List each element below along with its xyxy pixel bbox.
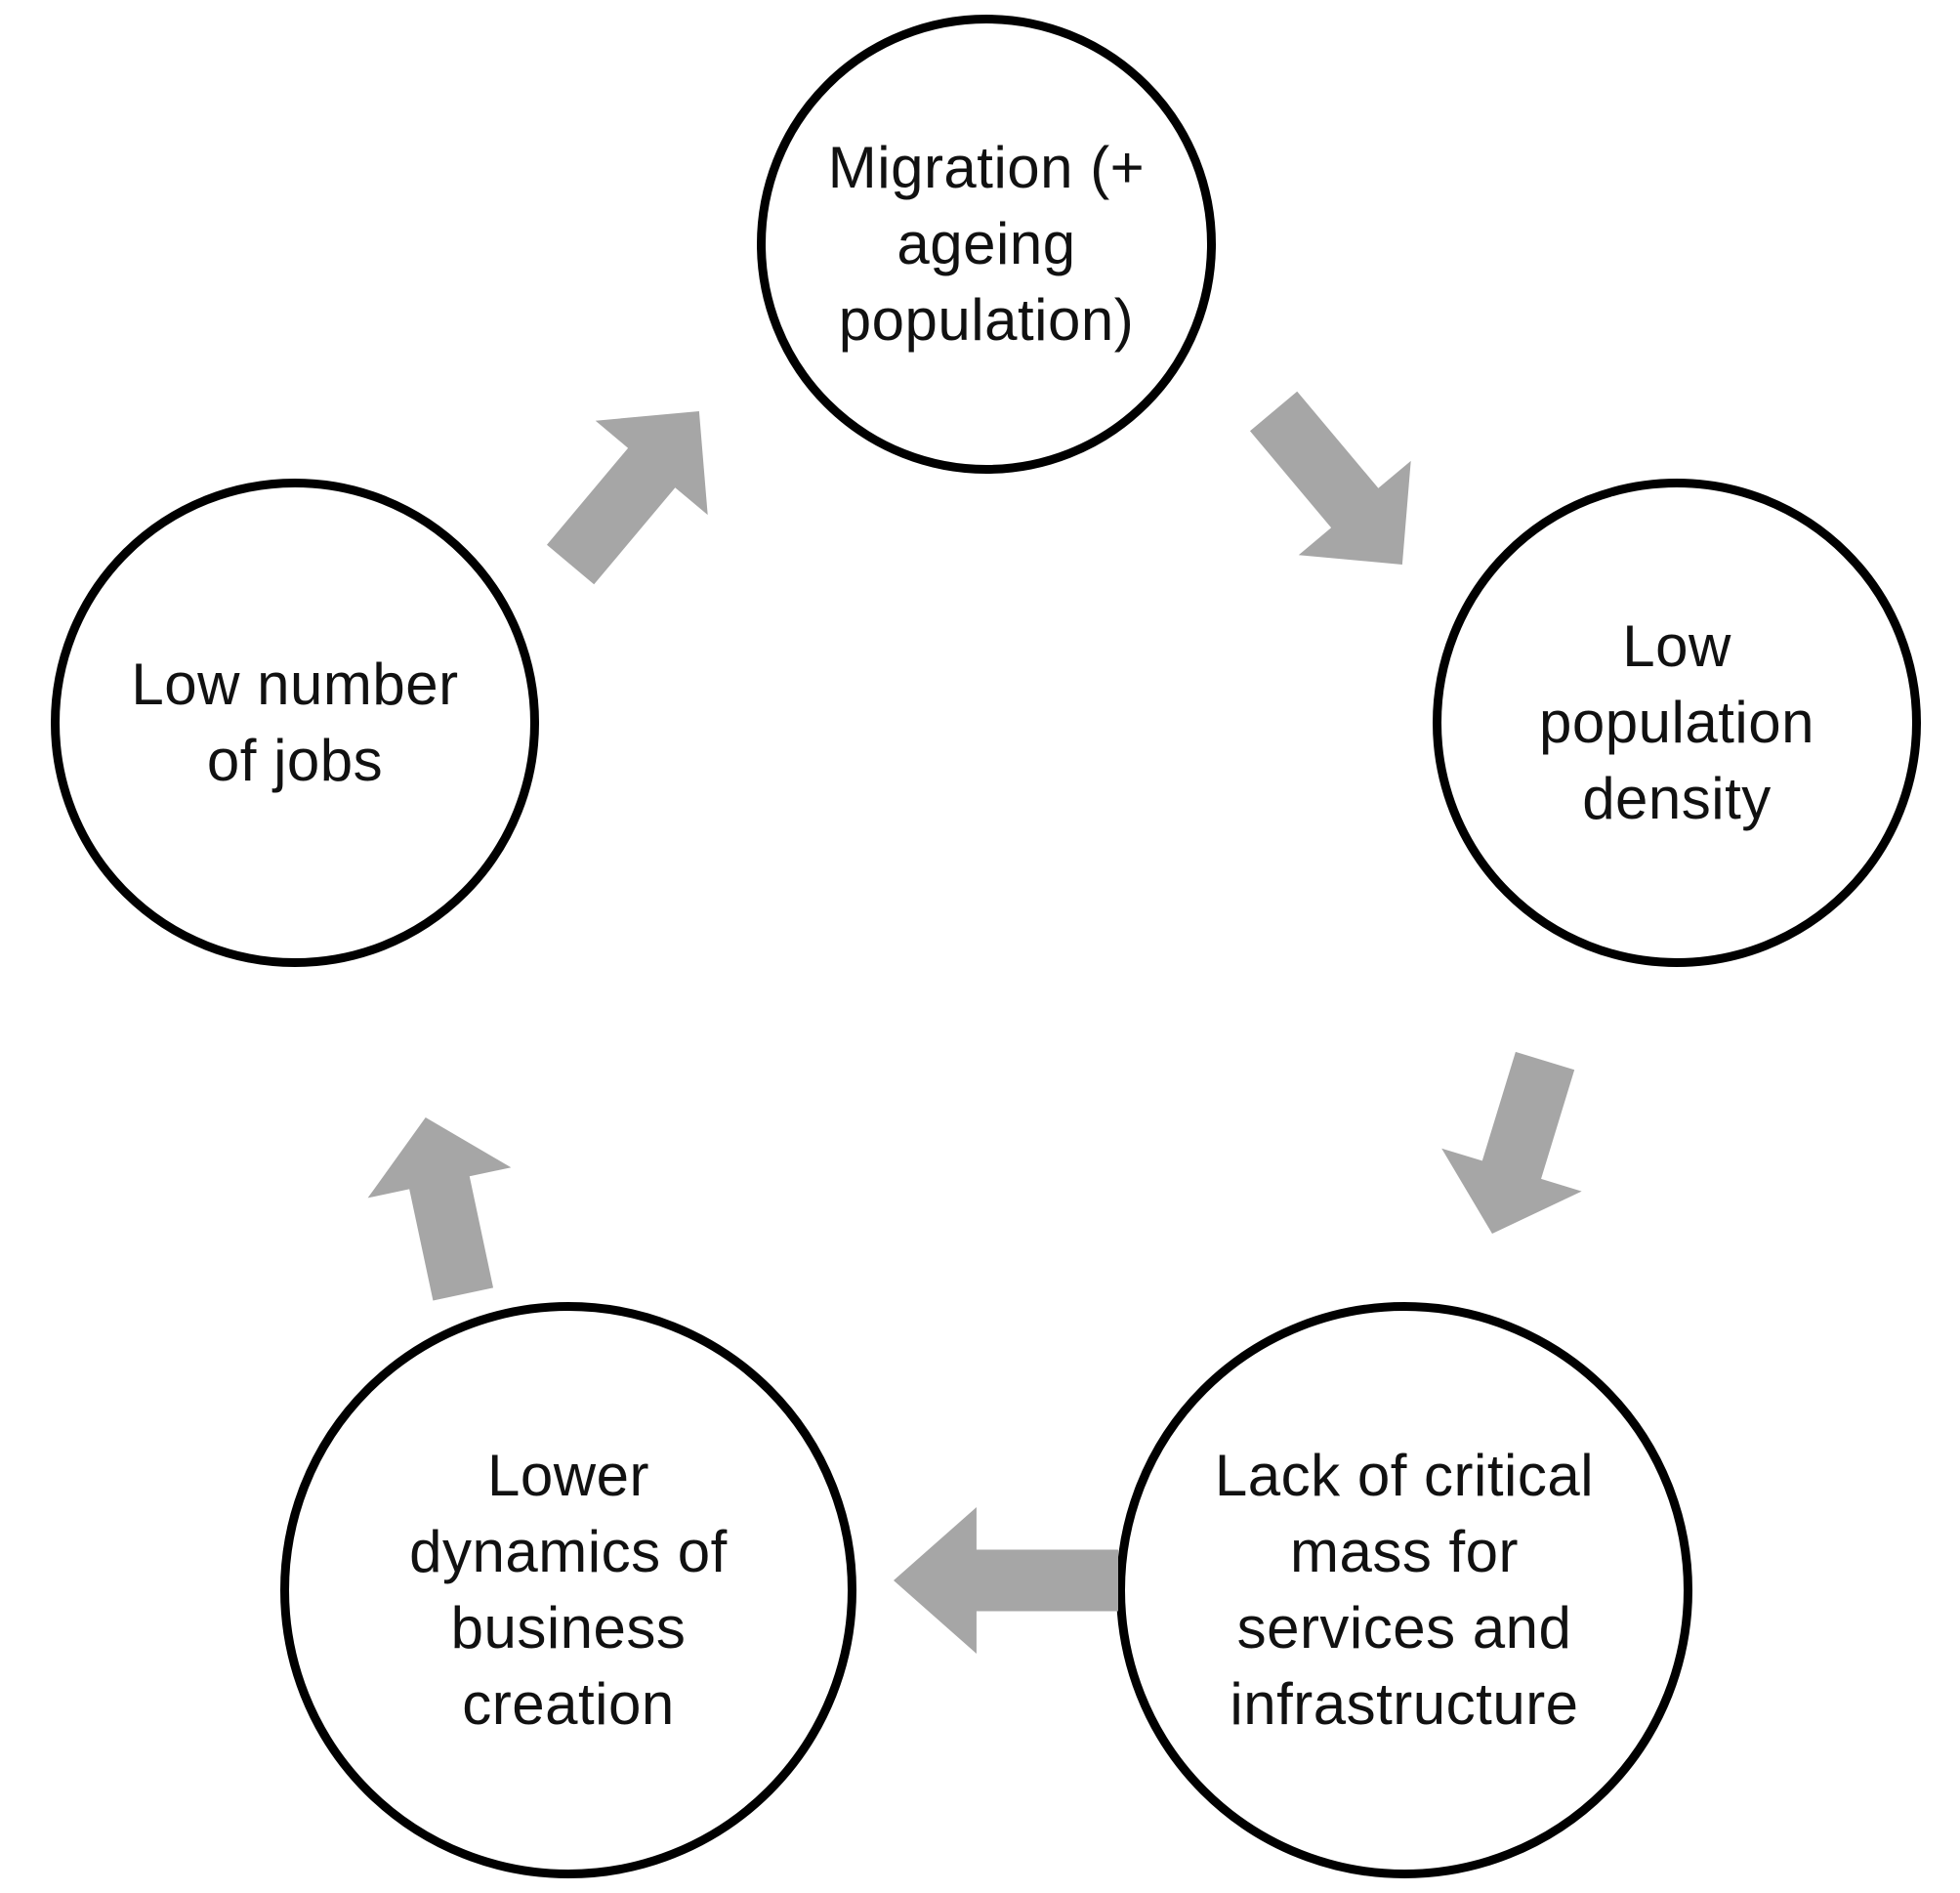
arrow-migration-to-density-shape — [1249, 391, 1411, 566]
node-migration-label: Migration (+ ageing population) — [827, 135, 1146, 353]
node-critical-mass-label: Lack of critical mass for services and i… — [1214, 1443, 1595, 1737]
arrow-critical-mass-to-business-shape — [894, 1507, 1118, 1654]
arrow-critical-mass-to-business — [894, 1507, 1118, 1654]
arrow-jobs-to-migration — [546, 410, 708, 585]
node-migration: Migration (+ ageing population) — [757, 15, 1216, 474]
node-jobs: Low number of jobs — [51, 479, 539, 967]
node-density: Low population density — [1433, 479, 1921, 967]
node-density-label: Low population density — [1539, 613, 1814, 831]
node-business-label: Lower dynamics of business creation — [409, 1443, 728, 1737]
arrow-migration-to-density — [1249, 391, 1411, 566]
node-critical-mass: Lack of critical mass for services and i… — [1116, 1302, 1692, 1878]
node-jobs-label: Low number of jobs — [131, 652, 459, 793]
arrow-density-to-critical-mass — [1441, 1051, 1582, 1234]
arrow-jobs-to-migration-shape — [546, 410, 708, 585]
arrow-business-to-jobs — [367, 1117, 512, 1301]
arrow-business-to-jobs-shape — [367, 1117, 512, 1301]
node-business: Lower dynamics of business creation — [280, 1302, 856, 1878]
arrow-density-to-critical-mass-shape — [1441, 1051, 1582, 1234]
